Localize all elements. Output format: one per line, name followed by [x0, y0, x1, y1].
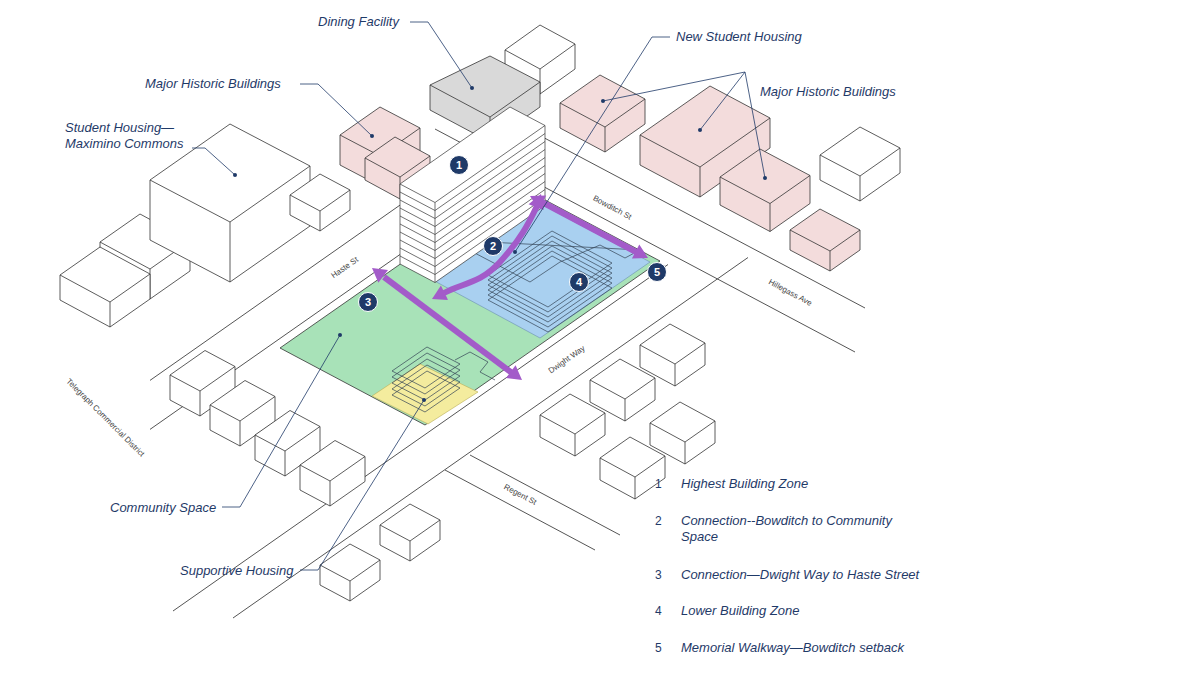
callout-label: New Student Housing	[676, 29, 802, 45]
leader-dot	[370, 134, 374, 138]
building	[600, 437, 665, 499]
callout-number: 2	[490, 240, 496, 252]
arrow-head	[529, 194, 544, 210]
callout-circle: 4	[569, 272, 589, 292]
leader-line	[603, 72, 745, 101]
legend-text: Memorial Walkway—Bowditch setback	[681, 640, 904, 656]
street-name: Dwight Way	[547, 344, 587, 377]
street-name: Hillegass Ave	[767, 277, 814, 308]
leader-line	[192, 148, 235, 175]
contour	[392, 353, 460, 394]
callout-label: Community Space	[110, 500, 216, 516]
highest-building-tower	[400, 107, 545, 283]
legend-number: 5	[655, 640, 662, 656]
legend-text: Connection--Bowditch to Community Space	[681, 513, 901, 545]
tower-floors	[400, 126, 545, 283]
arrow-head	[372, 268, 388, 283]
callout-circle-fill	[570, 273, 589, 292]
building	[820, 127, 900, 201]
leader-dot	[601, 99, 605, 103]
district-name: Telegraph Commercial District	[64, 377, 147, 460]
callout-circle-fill	[359, 293, 378, 312]
leader-line	[300, 84, 372, 136]
building	[380, 504, 440, 561]
leader-dot	[422, 398, 426, 402]
legend-text: Connection—Dwight Way to Haste Street	[681, 567, 919, 583]
leader-line	[300, 400, 424, 570]
legend-text: Lower Building Zone	[681, 603, 800, 619]
leader-dots	[233, 86, 767, 402]
callout-circle: 5	[647, 262, 667, 282]
callout-circle-fill	[450, 156, 469, 175]
callout-number: 3	[365, 296, 371, 308]
building	[60, 247, 150, 327]
callout-label: Student Housing— Maximino Commons	[65, 120, 200, 152]
supportive-contours	[392, 347, 495, 412]
historic-building	[720, 149, 810, 232]
leader-dot	[338, 333, 342, 337]
callout-circle-fill	[484, 237, 503, 256]
callout-label: Major Historic Buildings	[145, 76, 281, 92]
callout-circle: 3	[358, 292, 378, 312]
legend-number: 2	[655, 513, 662, 529]
street-name: Bowditch St	[591, 194, 633, 223]
legend-number: 1	[655, 476, 662, 492]
contour	[392, 347, 460, 388]
legend-number: 4	[655, 603, 662, 619]
leader-dot	[233, 173, 237, 177]
building	[300, 441, 365, 507]
historic-building	[560, 75, 645, 152]
street-name: Haste St	[330, 255, 361, 281]
callout-label: Supportive Housing	[180, 563, 293, 579]
legend-number: 3	[655, 567, 662, 583]
leader-line	[700, 72, 745, 130]
arrow-head	[632, 244, 648, 258]
arrow-head	[432, 286, 448, 300]
leader-line	[515, 37, 670, 252]
callout-circle: 2	[483, 236, 503, 256]
callout-circle: 1	[449, 155, 469, 175]
tower-body	[400, 107, 545, 283]
building	[290, 174, 350, 231]
leader-line	[222, 335, 340, 507]
historic-building	[790, 209, 860, 271]
connection-arrows	[372, 194, 648, 380]
arrow-head	[506, 365, 522, 380]
leader-dot	[763, 176, 767, 180]
callout-number: 5	[654, 266, 660, 278]
building	[540, 394, 605, 456]
leader-dot	[698, 128, 702, 132]
callout-circle-fill	[648, 263, 667, 282]
leader-dot	[470, 86, 474, 90]
callout-number: 1	[456, 159, 462, 171]
callout-label: Major Historic Buildings	[760, 84, 896, 100]
legend-text: Highest Building Zone	[681, 476, 808, 492]
callout-label: Dining Facility	[318, 14, 399, 30]
surrounding-buildings	[60, 25, 900, 601]
leader-dot	[513, 250, 517, 254]
street-edge	[445, 470, 595, 550]
arrow-shaft	[444, 206, 537, 293]
leader-lines	[192, 22, 765, 570]
callout-number: 4	[576, 276, 582, 288]
contour	[392, 359, 460, 400]
leader-line	[410, 22, 472, 88]
street-name: Regent St	[502, 482, 538, 508]
